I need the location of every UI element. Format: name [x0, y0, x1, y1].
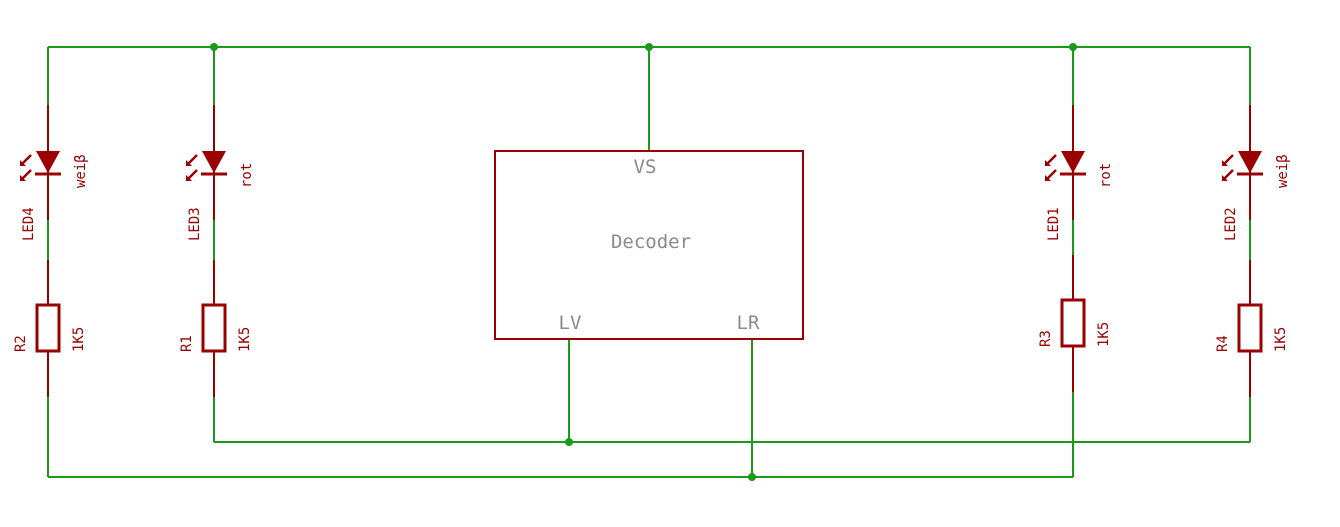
light-arrow-icon: [1222, 169, 1234, 181]
led-value-label: rot: [239, 163, 255, 188]
light-arrow-icon: [1222, 154, 1234, 166]
light-arrow-icon: [20, 154, 32, 166]
decoder-title: Decoder: [611, 231, 691, 253]
light-arrow-icon: [20, 169, 32, 181]
resistor-value-label: 1K5: [71, 327, 87, 352]
resistor-value-label: 1K5: [1096, 322, 1112, 347]
led-name-label: LED1: [1046, 207, 1062, 241]
resistor-value-label: 1K5: [237, 327, 253, 352]
led-value-label: weiβ: [73, 154, 89, 188]
junction: [645, 43, 653, 51]
led-symbol: [20, 151, 61, 181]
resistor-symbol: [1237, 303, 1263, 353]
resistor-symbol: [35, 303, 61, 353]
light-arrow-icon: [1045, 154, 1057, 166]
light-arrow-icon: [186, 154, 198, 166]
resistor-symbol: [1060, 298, 1086, 348]
junction: [565, 438, 573, 446]
decoder-block[interactable]: VS Decoder LV LR: [494, 150, 804, 340]
resistor-name-label: R3: [1038, 330, 1054, 347]
led-value-label: rot: [1098, 163, 1114, 188]
junction: [748, 473, 756, 481]
led-name-label: LED2: [1223, 207, 1239, 241]
resistor-name-label: R2: [13, 335, 29, 352]
led-symbol: [186, 151, 227, 181]
pin-vs-label: VS: [634, 156, 657, 178]
led-name-label: LED4: [21, 207, 37, 241]
resistor-name-label: R4: [1215, 335, 1231, 352]
led-value-label: weiβ: [1275, 154, 1291, 188]
light-arrow-icon: [1045, 169, 1057, 181]
led-symbol: [1222, 151, 1263, 181]
pin-lv-label: LV: [559, 312, 582, 334]
led-name-label: LED3: [187, 207, 203, 241]
pin-lr-label: LR: [737, 312, 760, 334]
resistor-value-label: 1K5: [1273, 327, 1289, 352]
light-arrow-icon: [186, 169, 198, 181]
resistor-name-label: R1: [179, 335, 195, 352]
led-symbol: [1045, 151, 1086, 181]
resistor-symbol: [201, 303, 227, 353]
